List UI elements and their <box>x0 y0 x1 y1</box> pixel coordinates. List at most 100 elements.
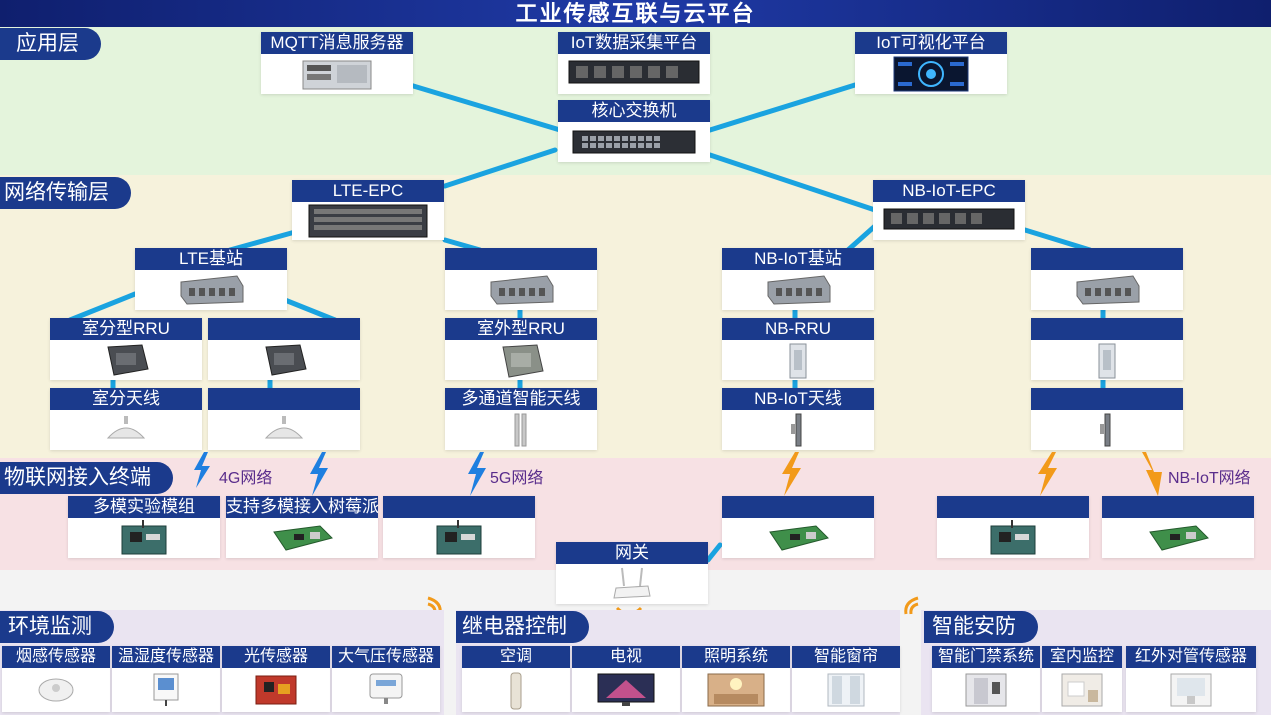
ceiling-antenna-icon <box>106 416 146 439</box>
node-label: 多模实验模组 <box>68 496 220 518</box>
layer-label-application: 应用层 <box>0 28 101 60</box>
lte-epc-node[interactable]: LTE-EPC <box>292 180 444 240</box>
multichannel-antenna-node[interactable]: 多通道智能天线 <box>445 388 597 450</box>
network-label-4g: 4G网络 <box>219 470 273 487</box>
card-label: 智能门禁系统 <box>932 646 1040 668</box>
iot-collect-platform-node[interactable]: IoT数据采集平台 <box>558 32 710 94</box>
node-label <box>1031 388 1183 410</box>
rru-device-icon <box>107 344 149 376</box>
nb-iot-epc-node[interactable]: NB-IoT-EPC <box>873 180 1025 240</box>
card-label: 烟感传感器 <box>2 646 110 668</box>
card-label: 光传感器 <box>222 646 330 668</box>
network-switch-icon <box>572 130 696 154</box>
node-label <box>208 388 360 410</box>
infrared-beam-icon <box>1170 673 1212 707</box>
lightning-bolt-icon <box>1142 452 1162 496</box>
nb-rru-2-node[interactable] <box>1031 318 1183 380</box>
panel-antenna-icon <box>514 413 527 447</box>
node-label: NB-IoT基站 <box>722 248 874 270</box>
card-label: 空调 <box>462 646 570 668</box>
layer-label-iot-access: 物联网接入终端 <box>0 462 173 494</box>
card-label: 照明系统 <box>682 646 790 668</box>
epc-chassis-icon <box>308 204 428 238</box>
nb-rru-node[interactable]: NB-RRU <box>722 318 874 380</box>
card-label: 温湿度传感器 <box>112 646 220 668</box>
indoor-rru-node[interactable]: 室分型RRU <box>50 318 202 380</box>
rack-server-icon <box>883 208 1015 230</box>
node-label: 室外型RRU <box>445 318 597 340</box>
smoke-sensor-card[interactable]: 烟感传感器 <box>2 646 110 712</box>
rack-server-icon <box>568 60 700 84</box>
multimode-module-node[interactable]: 多模实验模组 <box>68 496 220 558</box>
lte-base-station-node[interactable]: LTE基站 <box>135 248 287 310</box>
node-label: 核心交换机 <box>558 100 710 122</box>
television-card[interactable]: 电视 <box>572 646 680 712</box>
indoor-monitor-card[interactable]: 室内监控 <box>1042 646 1122 712</box>
multimode-module-nb-node[interactable] <box>937 496 1089 558</box>
node-label: NB-RRU <box>722 318 874 340</box>
indoor-antenna-2-node[interactable] <box>208 388 360 450</box>
core-switch-node[interactable]: 核心交换机 <box>558 100 710 162</box>
nb-iot-antenna-2-node[interactable] <box>1031 388 1183 450</box>
panel-antenna-icon <box>791 413 802 447</box>
card-label: 大气压传感器 <box>332 646 440 668</box>
indoor-camera-icon <box>1061 673 1103 707</box>
lightning-bolt-icon <box>194 452 210 488</box>
lighting-system-card[interactable]: 照明系统 <box>682 646 790 712</box>
smoke-detector-icon <box>38 678 74 702</box>
node-label <box>445 248 597 270</box>
node-label <box>1031 318 1183 340</box>
lightning-bolt-icon <box>310 452 328 496</box>
circuit-board-icon <box>990 520 1036 555</box>
node-label: 支持多模接入树莓派 <box>226 496 378 518</box>
air-conditioner-card[interactable]: 空调 <box>462 646 570 712</box>
node-label: 室分天线 <box>50 388 202 410</box>
node-label <box>1031 248 1183 270</box>
node-label: 多通道智能天线 <box>445 388 597 410</box>
node-label <box>383 496 535 518</box>
raspberry-pi-nb-node[interactable] <box>722 496 874 558</box>
nb-iot-base-station-2-node[interactable] <box>1031 248 1183 310</box>
base-station-unit-icon <box>180 275 244 305</box>
network-label-5g: 5G网络 <box>490 470 544 487</box>
air-conditioner-icon <box>510 672 522 710</box>
base-station-unit-icon <box>767 275 831 305</box>
lightning-bolt-icon <box>1038 452 1057 496</box>
circuit-board-icon <box>436 520 482 555</box>
infrared-sensor-card[interactable]: 红外对管传感器 <box>1126 646 1256 712</box>
light-sensor-card[interactable]: 光传感器 <box>222 646 330 712</box>
access-control-card[interactable]: 智能门禁系统 <box>932 646 1040 712</box>
raspberry-pi-node[interactable]: 支持多模接入树莓派 <box>226 496 378 558</box>
raspberry-pi-board-icon <box>769 525 829 551</box>
raspberry-pi-nb-2-node[interactable] <box>1102 496 1254 558</box>
node-label: IoT数据采集平台 <box>558 32 710 54</box>
indoor-rru-2-node[interactable] <box>208 318 360 380</box>
nb-iot-antenna-node[interactable]: NB-IoT天线 <box>722 388 874 450</box>
node-label <box>937 496 1089 518</box>
circuit-board-icon <box>121 520 167 555</box>
rru-device-icon <box>789 343 807 379</box>
outdoor-rru-node[interactable]: 室外型RRU <box>445 318 597 380</box>
base-station-5g-node[interactable] <box>445 248 597 310</box>
network-label-nb-iot: NB-IoT网络 <box>1168 470 1251 487</box>
ceiling-antenna-icon <box>264 416 304 439</box>
lightning-bolt-icon <box>782 452 801 496</box>
gateway-node[interactable]: 网关 <box>556 542 708 604</box>
thermo-hygrometer-icon <box>153 673 179 706</box>
temp-humidity-sensor-card[interactable]: 温湿度传感器 <box>112 646 220 712</box>
base-station-unit-icon <box>490 275 554 305</box>
wifi-signal-icon <box>904 596 919 615</box>
smart-curtain-card[interactable]: 智能窗帘 <box>792 646 900 712</box>
node-label: 网关 <box>556 542 708 564</box>
node-label: NB-IoT-EPC <box>873 180 1025 202</box>
nb-iot-base-station-node[interactable]: NB-IoT基站 <box>722 248 874 310</box>
node-label: LTE基站 <box>135 248 287 270</box>
television-icon <box>597 673 655 706</box>
node-label: 室分型RRU <box>50 318 202 340</box>
pressure-sensor-card[interactable]: 大气压传感器 <box>332 646 440 712</box>
iot-visualization-platform-node[interactable]: IoT可视化平台 <box>855 32 1007 94</box>
card-label: 电视 <box>572 646 680 668</box>
indoor-antenna-node[interactable]: 室分天线 <box>50 388 202 450</box>
multimode-module-5g-node[interactable] <box>383 496 535 558</box>
mqtt-server-node[interactable]: MQTT消息服务器 <box>261 32 413 94</box>
